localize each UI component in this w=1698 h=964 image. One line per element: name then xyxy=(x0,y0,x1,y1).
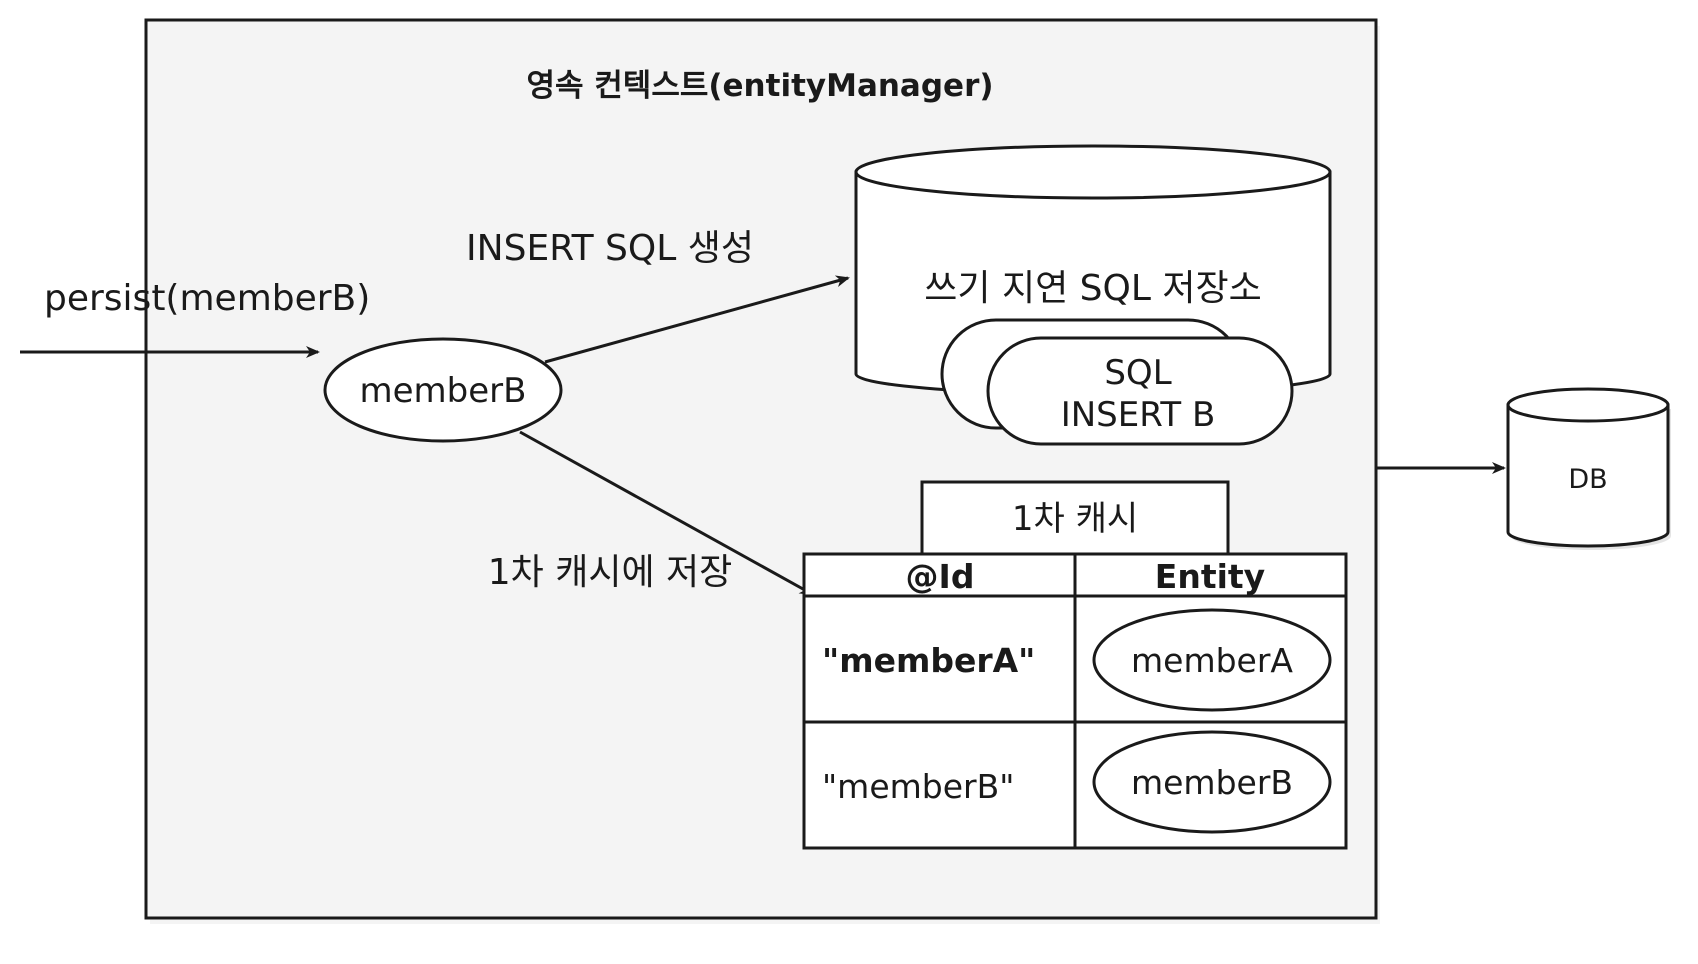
sql-queue-item-line1: SQL xyxy=(1104,353,1171,393)
database-cylinder xyxy=(1506,387,1671,550)
persist-call-label: persist(memberB) xyxy=(44,278,370,319)
insert-sql-label: INSERT SQL 생성 xyxy=(466,228,754,269)
cache-column-id: @Id xyxy=(906,557,975,596)
cache-row-2-id: "memberB" xyxy=(822,767,1014,806)
member-b-node xyxy=(323,337,563,443)
sql-queue-item xyxy=(986,336,1294,446)
sql-queue-item-line2: INSERT B xyxy=(1061,395,1216,435)
persistence-context-title: 영속 컨텍스트(entityManager) xyxy=(526,68,993,104)
cache-row-2-entity-node xyxy=(1092,730,1332,834)
cache-column-entity: Entity xyxy=(1155,557,1265,596)
first-level-cache-tab xyxy=(920,480,1230,556)
insert-sql-arrow xyxy=(544,275,850,364)
write-behind-sql-store-title: 쓰기 지연 SQL 저장소 xyxy=(924,268,1261,309)
database-label: DB xyxy=(1568,464,1607,495)
cache-store-label: 1차 캐시에 저장 xyxy=(488,552,733,593)
member-b-node-label: memberB xyxy=(360,371,527,411)
cache-row-1-entity-node xyxy=(1092,608,1332,712)
cache-row-1-id: "memberA" xyxy=(822,641,1035,680)
cache-row-2-entity: memberB xyxy=(1131,763,1293,802)
cache-store-arrow xyxy=(519,430,814,596)
cache-row-1-entity: memberA xyxy=(1131,641,1293,680)
first-level-cache-title: 1차 캐시 xyxy=(1012,499,1138,539)
